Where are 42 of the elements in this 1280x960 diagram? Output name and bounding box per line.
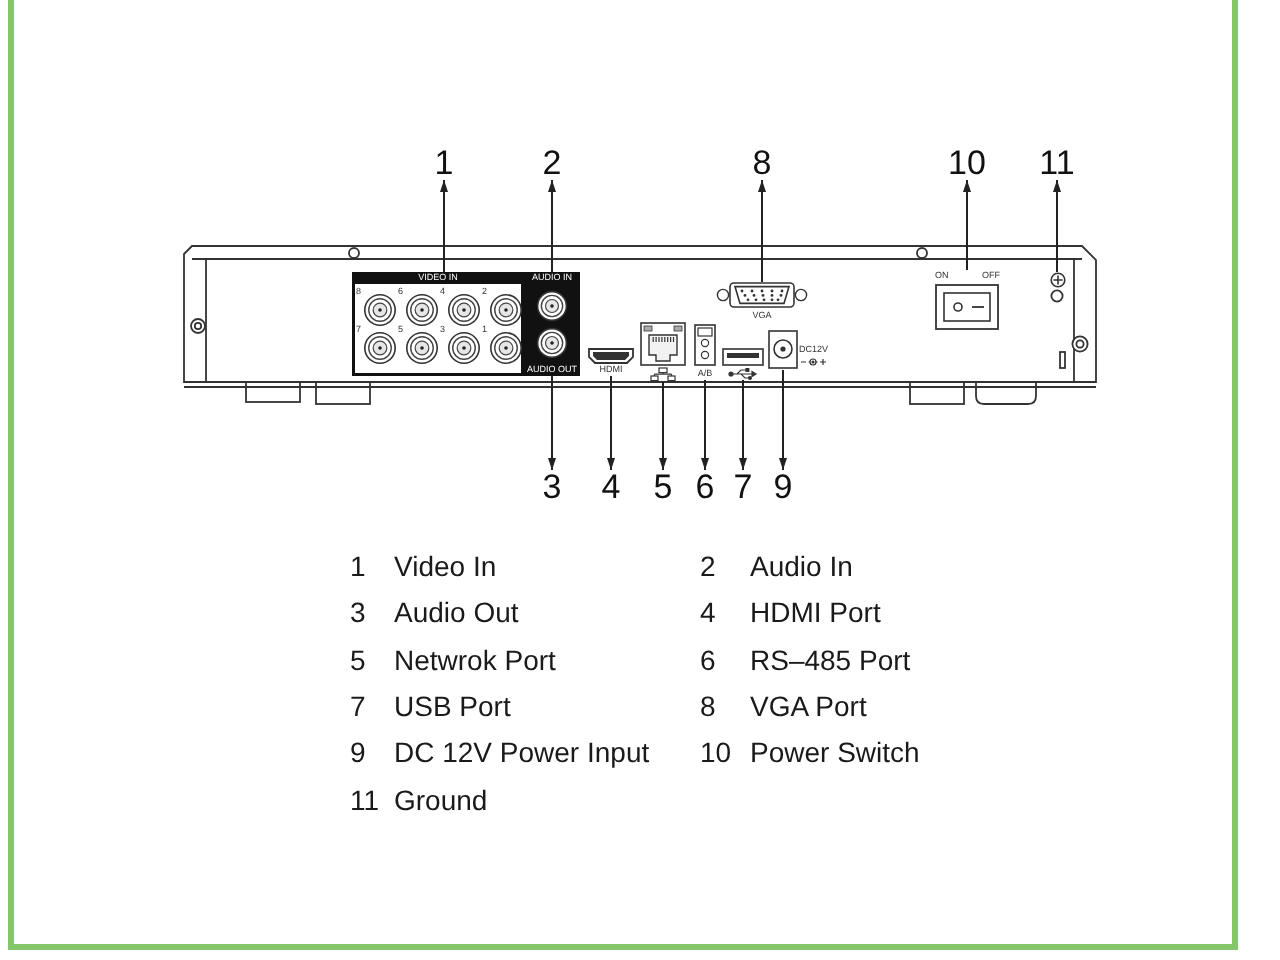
callout-number: 3 [542, 470, 562, 504]
leader-line [739, 379, 747, 471]
part-name: Audio In [750, 552, 853, 580]
callout-number: 7 [733, 470, 753, 504]
key-number: 2 [700, 552, 716, 580]
part-name: Ground [394, 785, 488, 813]
part-name: Video In [394, 552, 497, 580]
callout-number: 1 [434, 146, 454, 180]
part-name: VGA Port [750, 691, 867, 720]
ground-screw [1049, 272, 1065, 288]
leader-line [548, 179, 556, 273]
leader-line [440, 179, 448, 273]
callout-number: 11 [1039, 146, 1075, 180]
leader-line [659, 381, 667, 471]
callout-number: 8 [752, 146, 772, 180]
key-number: 5 [350, 645, 366, 674]
key-number: 3 [350, 598, 366, 627]
key-number: 9 [350, 738, 366, 767]
part-name: USB Port [394, 691, 511, 720]
key-number: 8 [700, 691, 716, 720]
callout-number: 4 [601, 470, 621, 504]
callout-number: 5 [653, 470, 673, 504]
part-name: RS–485 Port [750, 645, 911, 674]
part-name: Power Switch [750, 738, 920, 767]
callout-number: 2 [542, 146, 562, 180]
part-name: Netwrok Port [394, 645, 556, 674]
key-number: 1 [350, 552, 366, 580]
leader-line [963, 179, 971, 271]
key-number: 4 [700, 598, 716, 627]
leader-line [1053, 179, 1061, 273]
key-number: 10 [700, 738, 732, 767]
part-name: Audio Out [394, 598, 519, 627]
part-name: HDMI Port [750, 598, 881, 627]
key-number: 7 [350, 691, 366, 720]
key-number: 11 [350, 785, 380, 813]
part-name: DC 12V Power Input [394, 738, 650, 767]
key-number: 6 [700, 645, 716, 674]
leader-line [701, 379, 709, 471]
leader-line [758, 179, 766, 283]
callout-number: 9 [773, 470, 793, 504]
callout-number: 10 [948, 146, 986, 180]
callout-number: 6 [695, 470, 715, 504]
